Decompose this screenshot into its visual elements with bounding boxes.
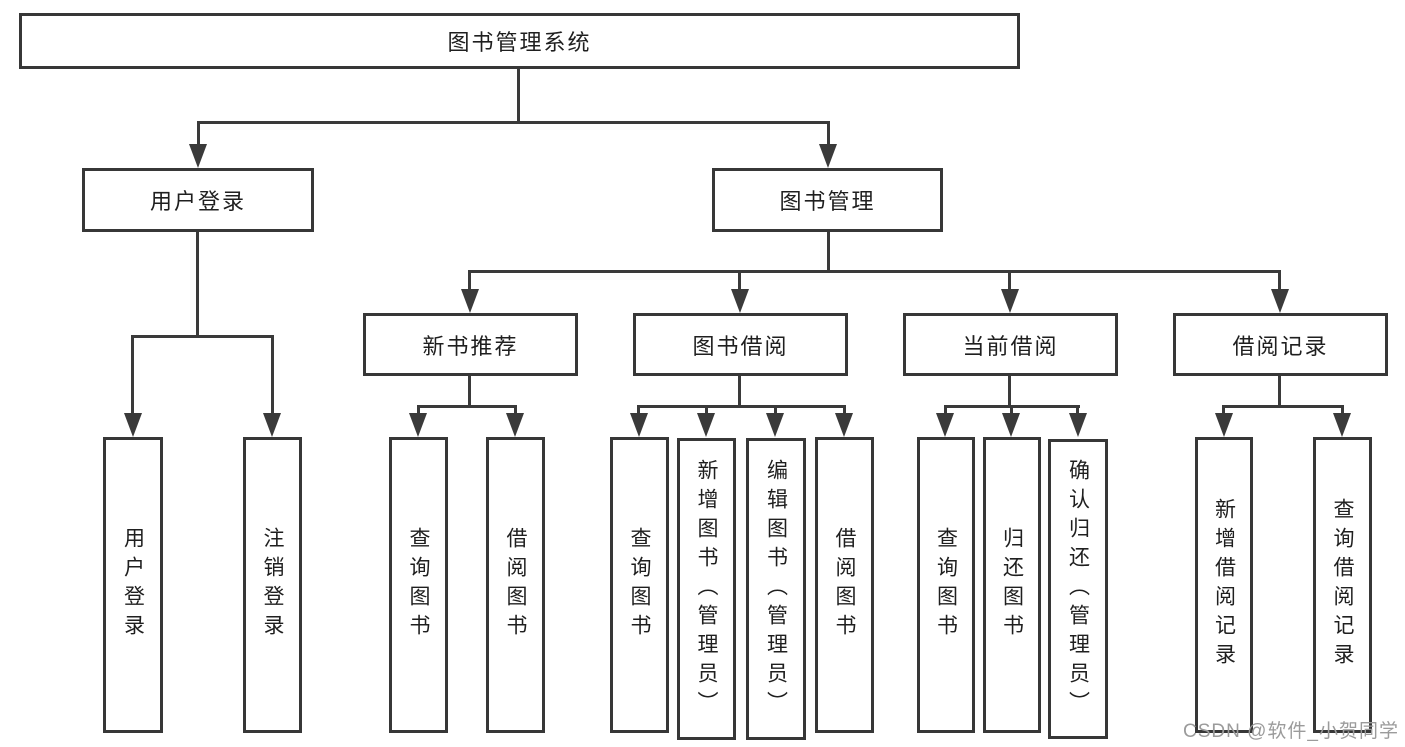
edge-drop-cb-query	[944, 405, 947, 418]
node-book-borrow: 图书借阅	[633, 313, 848, 376]
arrowhead-cb-return	[1002, 413, 1020, 437]
leaf-user-login-label: 用户登录	[121, 527, 145, 643]
leaf-bb-edit-book: 编辑图书（管理员）	[746, 438, 806, 740]
leaf-bb-add-book: 新增图书（管理员）	[677, 438, 736, 740]
arrowhead-rec-borrow	[506, 413, 524, 437]
node-root: 图书管理系统	[19, 13, 1020, 69]
edge-drop-new-book-rec	[468, 270, 471, 292]
leaf-bb-edit-book-label: 编辑图书（管理员）	[764, 458, 788, 720]
arrowhead-bb-add	[697, 413, 715, 437]
leaf-cb-query-book: 查询图书	[917, 437, 975, 733]
edge-borrow-records-stem	[1278, 376, 1281, 408]
leaf-user-login: 用户登录	[103, 437, 163, 733]
edge-new-book-rec-split	[417, 405, 517, 408]
arrowhead-cb-query	[936, 413, 954, 437]
edge-drop-leaf-logout	[271, 335, 274, 417]
edge-book-borrow-split	[637, 405, 845, 408]
node-new-book-rec: 新书推荐	[363, 313, 578, 376]
edge-drop-br-add	[1222, 405, 1225, 418]
csdn-watermark: CSDN @软件_小贺同学	[1183, 721, 1399, 742]
arrowhead-new-book-rec	[461, 289, 479, 313]
arrowhead-bb-borrow	[835, 413, 853, 437]
arrowhead-bb-edit	[766, 413, 784, 437]
arrowhead-user-login	[189, 144, 207, 168]
leaf-br-query-record: 查询借阅记录	[1313, 437, 1372, 733]
edge-drop-current-borrow	[1008, 270, 1011, 292]
leaf-rec-borrow-book-label: 借阅图书	[504, 527, 527, 643]
node-borrow-records: 借阅记录	[1173, 313, 1388, 376]
leaf-logout-label: 注销登录	[261, 527, 284, 643]
edge-drop-bb-add	[705, 405, 708, 418]
leaf-rec-query-book-label: 查询图书	[407, 527, 430, 643]
leaf-cb-query-book-label: 查询图书	[934, 527, 958, 643]
edge-drop-rec-borrow	[514, 405, 517, 418]
leaf-br-add-record-label: 新增借阅记录	[1212, 498, 1236, 672]
leaf-bb-query-book: 查询图书	[610, 437, 669, 733]
arrowhead-leaf-login	[124, 413, 142, 437]
edge-drop-bb-borrow	[843, 405, 846, 418]
node-new-book-rec-label: 新书推荐	[422, 333, 519, 359]
leaf-bb-add-book-label: 新增图书（管理员）	[695, 458, 718, 720]
leaf-rec-borrow-book: 借阅图书	[486, 437, 545, 733]
leaf-bb-query-book-label: 查询图书	[628, 527, 651, 643]
arrowhead-current-borrow	[1001, 289, 1019, 313]
edge-borrow-records-split	[1222, 405, 1344, 408]
arrowhead-bb-query	[630, 413, 648, 437]
leaf-br-add-record: 新增借阅记录	[1195, 437, 1253, 733]
node-current-borrow-label: 当前借阅	[962, 333, 1059, 359]
arrowhead-br-add	[1215, 413, 1233, 437]
node-book-mgmt: 图书管理	[712, 168, 943, 232]
arrowhead-leaf-logout	[263, 413, 281, 437]
edge-book-borrow-stem	[738, 376, 741, 408]
arrowhead-rec-query	[409, 413, 427, 437]
arrowhead-cb-confirm	[1069, 413, 1087, 437]
edge-drop-bb-edit	[774, 405, 777, 418]
edge-drop-cb-return	[1010, 405, 1013, 418]
edge-drop-book-mgmt	[827, 121, 830, 148]
leaf-logout: 注销登录	[243, 437, 302, 733]
arrowhead-borrow-records	[1271, 289, 1289, 313]
edge-root-split	[197, 121, 830, 124]
edge-user-login-stem	[196, 232, 199, 338]
node-root-label: 图书管理系统	[447, 30, 592, 55]
node-user-login: 用户登录	[82, 168, 314, 232]
leaf-cb-return-book: 归还图书	[983, 437, 1041, 733]
edge-drop-rec-query	[417, 405, 420, 418]
arrowhead-br-query	[1333, 413, 1351, 437]
edge-drop-leaf-login	[131, 335, 134, 417]
edge-current-borrow-stem	[1008, 376, 1011, 408]
edge-book-mgmt-split	[468, 270, 1281, 273]
leaf-cb-return-book-label: 归还图书	[1000, 527, 1024, 643]
node-book-borrow-label: 图书借阅	[692, 333, 789, 359]
node-borrow-records-label: 借阅记录	[1232, 333, 1329, 359]
edge-drop-cb-confirm	[1076, 405, 1079, 418]
edge-book-mgmt-stem	[827, 232, 830, 273]
edge-drop-br-query	[1341, 405, 1344, 418]
arrowhead-book-mgmt	[819, 144, 837, 168]
edge-drop-borrow-records	[1278, 270, 1281, 292]
edge-root-stem	[517, 69, 520, 124]
leaf-rec-query-book: 查询图书	[389, 437, 448, 733]
edge-drop-bb-query	[637, 405, 640, 418]
leaf-bb-borrow-book-label: 借阅图书	[833, 527, 856, 643]
leaf-cb-confirm-return: 确认归还（管理员）	[1048, 439, 1108, 739]
edge-drop-user-login	[197, 121, 200, 148]
edge-drop-book-borrow	[738, 270, 741, 292]
edge-new-book-rec-stem	[468, 376, 471, 408]
edge-user-login-split	[131, 335, 274, 338]
leaf-bb-borrow-book: 借阅图书	[815, 437, 874, 733]
leaf-br-query-record-label: 查询借阅记录	[1331, 498, 1354, 672]
node-current-borrow: 当前借阅	[903, 313, 1118, 376]
leaf-cb-confirm-return-label: 确认归还（管理员）	[1066, 458, 1090, 720]
node-user-login-label: 用户登录	[149, 189, 246, 214]
node-book-mgmt-label: 图书管理	[779, 189, 876, 214]
arrowhead-book-borrow	[731, 289, 749, 313]
